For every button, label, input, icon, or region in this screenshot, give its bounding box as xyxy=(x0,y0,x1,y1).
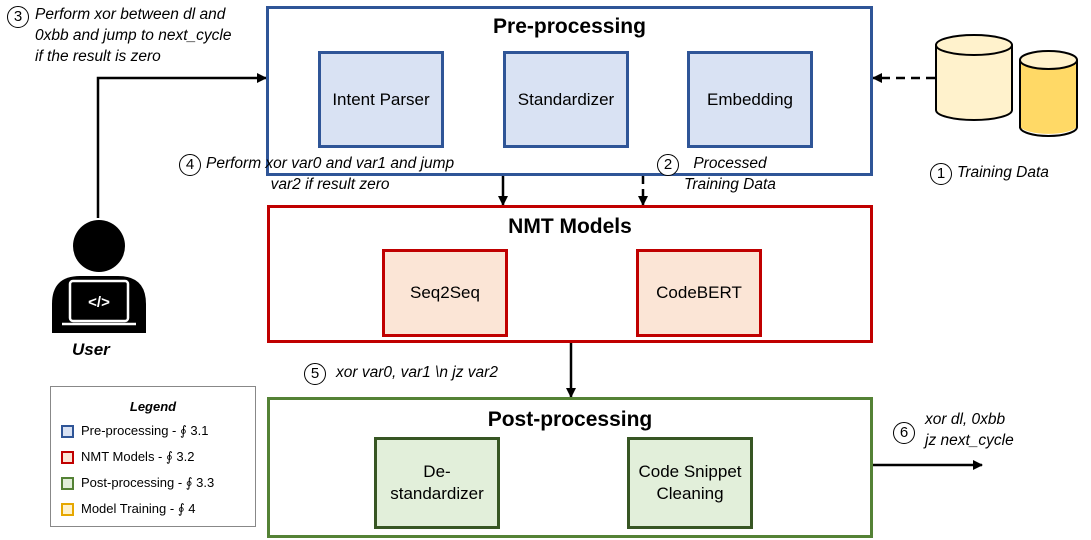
legend-item-preprocessing: Pre-processing - ∮ 3.1 xyxy=(61,421,208,441)
nmt-models-title: NMT Models xyxy=(508,215,632,238)
step-5-text: xor var0, var1 \n jz var2 xyxy=(336,364,498,381)
user-label: User xyxy=(72,340,110,359)
step-3-text: Perform xor between dl and 0xbb and jump… xyxy=(35,6,232,65)
step-3-number: 3 xyxy=(7,6,29,28)
step-5-number: 5 xyxy=(304,363,326,385)
standardizer-module: Standardizer xyxy=(503,51,629,148)
step-2-number: 2 xyxy=(657,154,679,176)
user-to-preprocessing-arrow xyxy=(96,73,267,218)
seq2seq-module: Seq2Seq xyxy=(382,249,508,337)
embedding-module: Embedding xyxy=(687,51,813,148)
step-1-number: 1 xyxy=(930,163,952,185)
destandardizer-module: De- standardizer xyxy=(374,437,500,529)
step-6-number: 6 xyxy=(893,422,915,444)
svg-text:</>: </> xyxy=(88,294,110,311)
step-1-text: Training Data xyxy=(957,164,1049,181)
preprocessing-box: Pre-processing Intent Parser Standardize… xyxy=(266,6,873,176)
legend-swatch-postprocessing xyxy=(61,476,74,490)
legend-label-nmt: NMT Models - ∮ 3.2 xyxy=(81,449,195,464)
step-4-number: 4 xyxy=(179,154,201,176)
nmt-models-box: NMT Models Seq2Seq CodeBERT xyxy=(267,205,873,343)
user-laptop-icon: </> xyxy=(52,220,146,333)
legend-item-nmt: NMT Models - ∮ 3.2 xyxy=(61,447,194,467)
legend-label-postprocessing: Post-processing - ∮ 3.3 xyxy=(81,475,215,490)
postprocessing-title: Post-processing xyxy=(487,408,653,431)
legend-label-preprocessing: Pre-processing - ∮ 3.1 xyxy=(81,423,209,438)
step-6-text: xor dl, 0xbb jz next_cycle xyxy=(925,411,1014,449)
legend-swatch-training xyxy=(61,502,74,516)
legend-title: Legend xyxy=(129,399,177,414)
legend-item-training: Model Training - ∮ 4 xyxy=(61,499,195,519)
code-snippet-cleaning-module: Code Snippet Cleaning xyxy=(627,437,753,529)
legend: Legend Pre-processing - ∮ 3.1 NMT Models… xyxy=(50,386,256,527)
preprocessing-title: Pre-processing xyxy=(493,15,646,38)
legend-label-training: Model Training - ∮ 4 xyxy=(81,501,196,516)
postprocessing-box: Post-processing De- standardizer Code Sn… xyxy=(267,397,873,538)
database-icon xyxy=(935,34,1078,137)
step-4-text: Perform xor var0 and var1 and jump var2 … xyxy=(206,155,455,193)
legend-swatch-nmt xyxy=(61,450,74,464)
codebert-module: CodeBERT xyxy=(636,249,762,337)
legend-item-postprocessing: Post-processing - ∮ 3.3 xyxy=(61,473,214,493)
step-2-text: Processed Training Data xyxy=(684,155,776,193)
intent-parser-module: Intent Parser xyxy=(318,51,444,148)
legend-swatch-preprocessing xyxy=(61,424,74,438)
